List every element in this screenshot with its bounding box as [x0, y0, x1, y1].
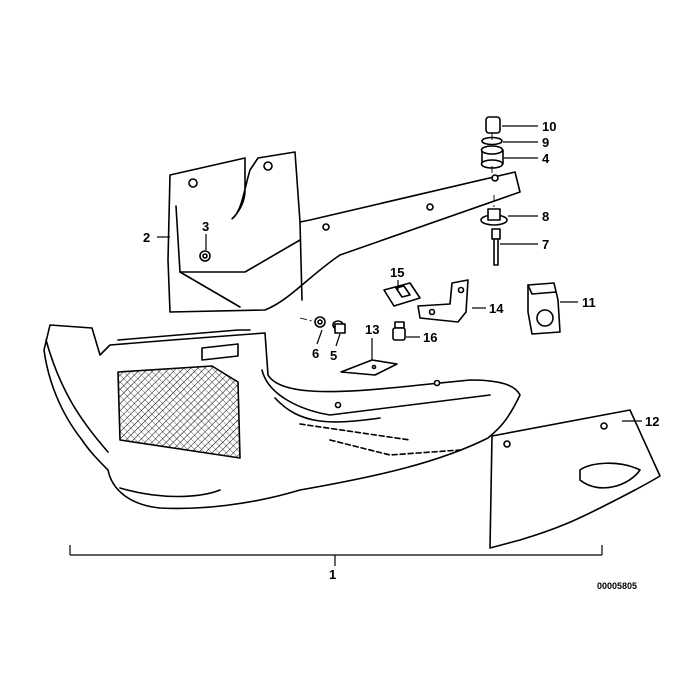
- callout-16: 16: [423, 330, 437, 345]
- callout-5: 5: [330, 348, 337, 363]
- part-4-rubber-mount: [480, 145, 504, 169]
- part-2-bracket: [167, 151, 521, 313]
- part-3-nut: [199, 250, 211, 262]
- assembly-lines: [299, 133, 495, 323]
- leader-lines: [69, 125, 642, 566]
- part-12-side-panel: [489, 409, 661, 549]
- callout-14: 14: [489, 301, 504, 316]
- part-16-screw: [392, 321, 406, 341]
- callout-8: 8: [542, 209, 549, 224]
- callout-3: 3: [202, 219, 209, 234]
- callout-10: 10: [542, 119, 556, 134]
- part-13-plate: [340, 359, 398, 376]
- callout-12: 12: [645, 414, 659, 429]
- callout-15: 15: [390, 265, 404, 280]
- callout-9: 9: [542, 135, 549, 150]
- callout-4: 4: [542, 151, 550, 166]
- part-11-holder: [527, 282, 561, 335]
- callout-labels: 1 2 3 4 5 6 7 8 9 10 11 12 13 14 15 16: [143, 119, 659, 582]
- part-1-fairing: [43, 324, 521, 510]
- callout-7: 7: [542, 237, 549, 252]
- part-14-bracket: [417, 279, 469, 323]
- part-6-washer: [314, 316, 326, 328]
- part-8-spacer: [480, 208, 508, 226]
- part-5-screw: [332, 320, 346, 334]
- callout-6: 6: [312, 346, 319, 361]
- callout-1: 1: [329, 567, 336, 582]
- part-10-bush: [485, 116, 501, 134]
- callout-11: 11: [582, 295, 596, 310]
- callout-2: 2: [143, 230, 150, 245]
- part-7-bolt: [491, 228, 501, 266]
- part-15-clip-nut: [383, 282, 421, 307]
- diagram-code: 00005805: [597, 581, 637, 591]
- callout-13: 13: [365, 322, 379, 337]
